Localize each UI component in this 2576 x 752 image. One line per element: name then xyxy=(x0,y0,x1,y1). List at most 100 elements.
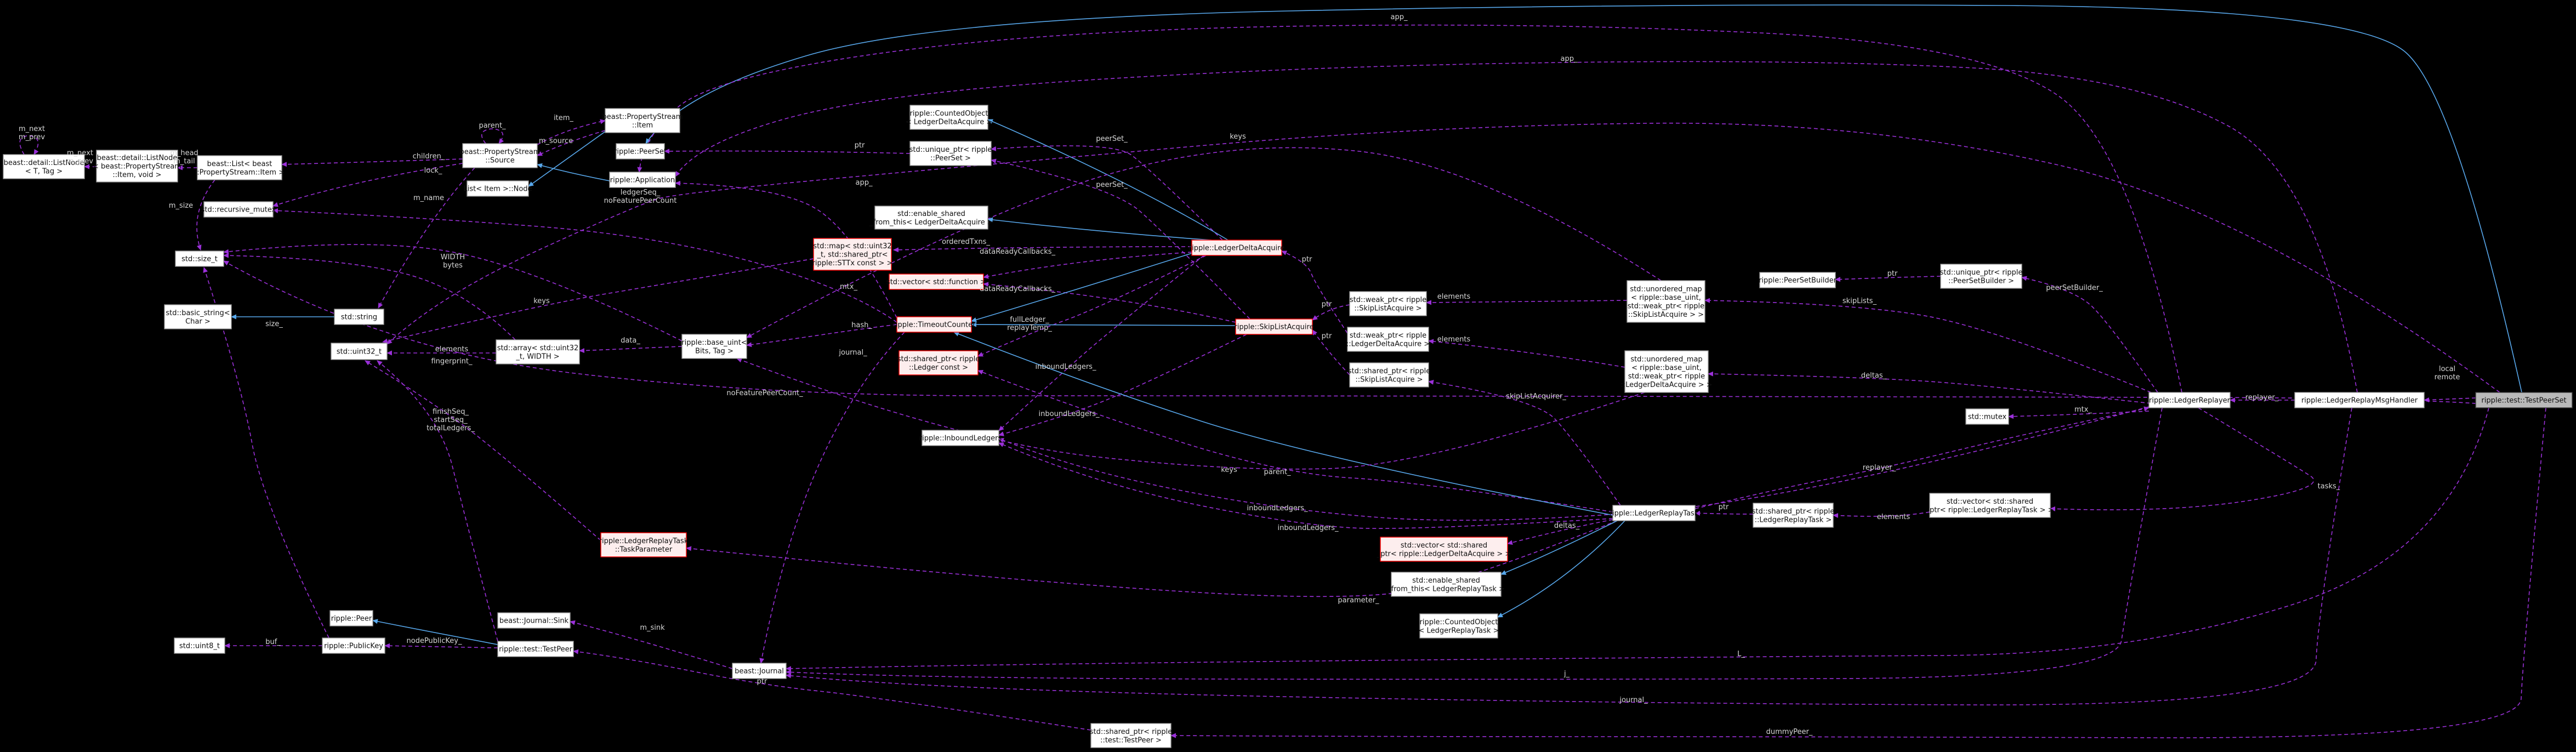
node-box-vector-sharedptr-lda[interactable] xyxy=(1380,537,1508,562)
node-box-string[interactable] xyxy=(334,309,384,325)
node-box-basic-string[interactable] xyxy=(164,304,232,329)
node-size-t[interactable]: std::size_t xyxy=(175,250,224,267)
node-vector-sharedptr-lrt[interactable]: std::vector< std::shared_ptr< ripple::Le… xyxy=(1926,493,2054,518)
node-peerset[interactable]: ripple::PeerSet xyxy=(614,143,667,159)
node-map-sttx[interactable]: std::map< std::uint32_t, std::shared_ptr… xyxy=(812,238,893,271)
node-box-vector-function[interactable] xyxy=(889,274,984,290)
node-list-item-node[interactable]: List< Item >::Node xyxy=(463,180,532,197)
node-box-sharedptr-testpeer[interactable] xyxy=(1090,723,1172,748)
node-box-uniqueptr-peerset[interactable] xyxy=(909,141,992,166)
node-taskparameter[interactable]: ripple::LedgerReplayTask::TaskParameter xyxy=(599,532,689,557)
node-box-listnode-item[interactable] xyxy=(96,150,178,183)
node-peer[interactable]: ripple::Peer xyxy=(329,610,373,626)
node-box-peer[interactable] xyxy=(329,610,373,626)
node-esft-lrt[interactable]: std::enable_shared_from_this< LedgerRepl… xyxy=(1387,572,1505,597)
node-box-sharedptr-lrt[interactable] xyxy=(1753,503,1834,528)
node-umap-lda[interactable]: std::unordered_map< ripple::base_uint,st… xyxy=(1620,350,1713,393)
node-box-list-propertystream-item[interactable] xyxy=(197,155,282,180)
node-base-uint[interactable]: ripple::base_uint<Bits, Tag > xyxy=(681,334,747,359)
node-uint32-t[interactable]: std::uint32_t xyxy=(331,343,388,360)
node-box-list-item-node[interactable] xyxy=(467,180,529,197)
node-timeoutcounter[interactable]: ripple::TimeoutCounter xyxy=(893,316,976,333)
node-box-ledgerreplaymsghandler[interactable] xyxy=(2294,392,2425,408)
node-countedobject-lda[interactable]: ripple::CountedObject< LedgerDeltaAcquir… xyxy=(906,105,993,130)
node-journal[interactable]: beast::Journal xyxy=(732,663,787,679)
node-recursive-mutex[interactable]: std::recursive_mutex xyxy=(201,201,276,218)
node-test-testpeer[interactable]: ripple::test::TestPeer xyxy=(497,641,574,657)
node-peersetbuilder[interactable]: ripple::PeerSetBuilder xyxy=(1759,272,1837,288)
node-box-uint32-t[interactable] xyxy=(331,343,388,360)
node-box-esft-lda[interactable] xyxy=(874,206,988,230)
node-propertystream-item[interactable]: beast::PropertyStream::Item xyxy=(602,108,683,133)
node-list-propertystream-item[interactable]: beast::List< beast::PropertyStream::Item… xyxy=(195,155,285,180)
node-box-weakptr-sla[interactable] xyxy=(1349,291,1427,316)
node-box-map-sttx[interactable] xyxy=(813,238,892,271)
node-box-esft-lrt[interactable] xyxy=(1391,572,1502,597)
node-box-countedobject-lrt[interactable] xyxy=(1419,613,1498,639)
node-vector-function[interactable]: std::vector< std::function > xyxy=(886,274,986,290)
node-box-weakptr-lda[interactable] xyxy=(1347,327,1429,352)
node-inboundledgers[interactable]: ripple::InboundLedgers xyxy=(919,430,1002,446)
node-sharedptr-ledger[interactable]: std::shared_ptr< ripple::Ledger const > xyxy=(897,350,980,375)
node-box-size-t[interactable] xyxy=(175,250,224,267)
node-basic-string[interactable]: std::basic_string<Char > xyxy=(164,304,232,329)
node-box-uniqueptr-peersetbuilder[interactable] xyxy=(1940,264,2022,289)
node-box-ledgerreplayer[interactable] xyxy=(2148,392,2231,408)
node-box-base-uint[interactable] xyxy=(681,334,747,359)
node-array-uint32[interactable]: std::array< std::uint32_t, WIDTH > xyxy=(496,339,580,364)
node-box-recursive-mutex[interactable] xyxy=(203,201,274,218)
node-sharedptr-lrt[interactable]: std::shared_ptr< ripple::LedgerReplayTas… xyxy=(1752,503,1834,528)
node-weakptr-lda[interactable]: std::weak_ptr< ripple::LedgerDeltaAcquir… xyxy=(1346,327,1430,352)
node-test-testpeerset[interactable]: ripple::test::TestPeerSet xyxy=(2475,392,2573,408)
node-box-skiplistacquire[interactable] xyxy=(1235,318,1313,335)
node-box-peerset[interactable] xyxy=(616,143,665,159)
node-sharedptr-testpeer[interactable]: std::shared_ptr< ripple::test::TestPeer … xyxy=(1090,723,1172,748)
node-ledgerdeltaacquire[interactable]: ripple::LedgerDeltaAcquire xyxy=(1189,240,1284,256)
node-box-countedobject-lda[interactable] xyxy=(909,105,988,130)
node-box-ledgerreplaytask[interactable] xyxy=(1612,505,1696,521)
node-uint8-t[interactable]: std::uint8_t xyxy=(174,637,225,654)
node-listnode-t-tag[interactable]: beast::detail::ListNode< T, Tag > xyxy=(3,154,85,179)
node-ledgerreplaymsghandler[interactable]: ripple::LedgerReplayMsgHandler xyxy=(2294,392,2425,408)
node-ledgerreplaytask[interactable]: ripple::LedgerReplayTask xyxy=(1610,505,1699,521)
node-box-array-uint32[interactable] xyxy=(496,339,580,364)
node-box-publickey[interactable] xyxy=(322,637,385,654)
node-weakptr-sla[interactable]: std::weak_ptr< ripple::SkipListAcquire > xyxy=(1349,291,1427,316)
node-box-taskparameter[interactable] xyxy=(600,532,687,557)
node-box-sharedptr-sla[interactable] xyxy=(1349,362,1429,388)
node-box-journal[interactable] xyxy=(732,663,787,679)
node-journal-sink[interactable]: beast::Journal::Sink xyxy=(497,612,571,629)
node-uniqueptr-peersetbuilder[interactable]: std::unique_ptr< ripple::PeerSetBuilder … xyxy=(1940,264,2023,289)
node-string[interactable]: std::string xyxy=(334,309,384,325)
node-skiplistacquire[interactable]: ripple::SkipListAcquire xyxy=(1234,318,1314,335)
node-box-test-testpeer[interactable] xyxy=(497,641,574,657)
node-umap-sla[interactable]: std::unordered_map< ripple::base_uint,st… xyxy=(1627,280,1705,323)
node-box-uint8-t[interactable] xyxy=(174,637,225,654)
node-countedobject-lrt[interactable]: ripple::CountedObject< LedgerReplayTask … xyxy=(1419,613,1499,639)
node-esft-lda[interactable]: std::enable_shared_from_this< LedgerDelt… xyxy=(869,206,993,230)
node-box-inboundledgers[interactable] xyxy=(922,430,999,446)
node-mutex[interactable]: std::mutex xyxy=(1965,408,2009,425)
node-listnode-item[interactable]: beast::detail::ListNode< beast::Property… xyxy=(93,150,181,183)
node-box-test-testpeerset[interactable] xyxy=(2475,392,2573,408)
node-box-application[interactable] xyxy=(609,172,676,188)
node-box-propertystream-item[interactable] xyxy=(605,108,680,133)
node-ledgerreplayer[interactable]: ripple::LedgerReplayer xyxy=(2148,392,2231,408)
node-box-ledgerdeltaacquire[interactable] xyxy=(1191,240,1282,256)
node-box-umap-lda[interactable] xyxy=(1624,350,1709,393)
node-application[interactable]: ripple::Application xyxy=(609,172,676,188)
node-box-umap-sla[interactable] xyxy=(1627,280,1705,323)
node-box-sharedptr-ledger[interactable] xyxy=(899,350,979,375)
node-box-peersetbuilder[interactable] xyxy=(1759,272,1836,288)
node-uniqueptr-peerset[interactable]: std::unique_ptr< ripple::PeerSet > xyxy=(909,141,992,166)
node-vector-sharedptr-lda[interactable]: std::vector< std::shared_ptr< ripple::Le… xyxy=(1377,537,1511,562)
node-propertystream-source[interactable]: beast::PropertyStream::Source xyxy=(460,143,541,168)
node-box-timeoutcounter[interactable] xyxy=(896,316,972,333)
node-publickey[interactable]: ripple::PublicKey xyxy=(322,637,385,654)
node-sharedptr-sla[interactable]: std::shared_ptr< ripple::SkipListAcquire… xyxy=(1348,362,1430,388)
node-box-mutex[interactable] xyxy=(1965,408,2009,425)
node-box-journal-sink[interactable] xyxy=(497,612,571,629)
node-box-vector-sharedptr-lrt[interactable] xyxy=(1929,493,2051,518)
node-box-propertystream-source[interactable] xyxy=(462,143,538,168)
node-box-listnode-t-tag[interactable] xyxy=(3,154,85,179)
